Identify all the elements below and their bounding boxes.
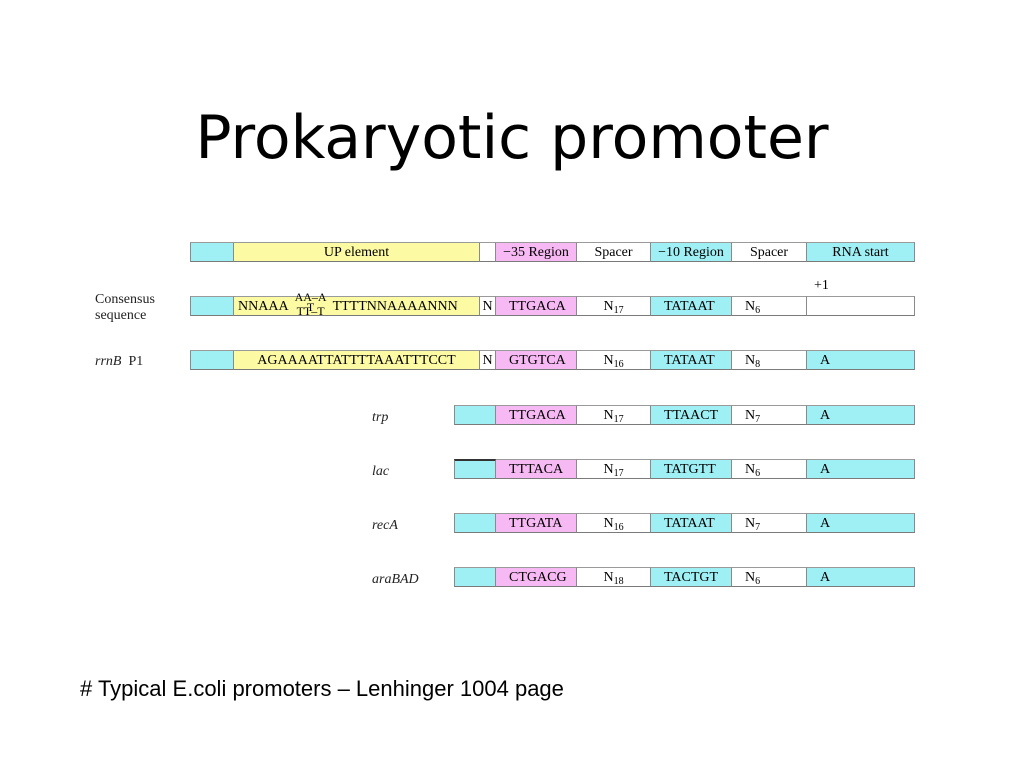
header-spacer-2: Spacer (732, 242, 807, 262)
promoter-figure: UP element −35 Region Spacer −10 Region … (95, 242, 915, 587)
lac-35-region: TTTACA (496, 459, 577, 479)
lac-spacer-2-sub: 6 (755, 468, 761, 479)
trp-rna-start: A (807, 405, 915, 425)
header-35-region: −35 Region (496, 242, 577, 262)
arabad-35-region: CTGACG (496, 567, 577, 587)
slide-title: Prokaryotic promoter (195, 103, 829, 173)
plus-one-marker: +1 (814, 278, 829, 293)
rrnb-35-region: GTGTCA (496, 350, 577, 370)
consensus-rna-start (807, 296, 915, 316)
consensus-spacer-1-base: N (603, 299, 614, 314)
consensus-label: Consensus sequence (95, 292, 155, 324)
rrnb-spacer-2-base: N (745, 353, 756, 368)
rrnb-label: rrnB P1 (95, 354, 143, 370)
arabad-spacer-2-sub: 6 (755, 576, 761, 587)
rrnb-spacer-2-sub: 8 (755, 359, 761, 370)
arabad-spacer-1: N18 (577, 567, 651, 587)
reca-35-region: TTGATA (496, 513, 577, 533)
trp-spacer-2: N7 (732, 405, 807, 425)
arabad-spacer-1-sub: 18 (613, 576, 624, 587)
lac-spacer-1: N17 (577, 459, 651, 479)
rrnb-spacer-1-base: N (603, 353, 614, 368)
reca-spacer-1-base: N (603, 516, 614, 531)
rrnb-label-gene: rrnB (95, 354, 122, 369)
trp-10-region: TTAACT (651, 405, 732, 425)
consensus-up-stack-top: AA–A (294, 290, 327, 304)
reca-10-region: TATAAT (651, 513, 732, 533)
promoter-label-trp: trp (372, 410, 389, 425)
rrnb-up-element: AGAAAATTATTTTAAATTTCCT (234, 350, 480, 370)
lac-rna-start: A (807, 459, 915, 479)
consensus-spacer-2: N6 (732, 296, 807, 316)
lac-lead-cell (454, 459, 496, 479)
consensus-spacer-1-sub: 17 (613, 305, 624, 316)
reca-spacer-2: N7 (732, 513, 807, 533)
trp-spacer-1: N17 (577, 405, 651, 425)
trp-lead-cell (454, 405, 496, 425)
arabad-10-region: TACTGT (651, 567, 732, 587)
rrnb-n: N (480, 350, 496, 370)
arabad-spacer-1-base: N (603, 570, 614, 585)
arabad-spacer-2: N6 (732, 567, 807, 587)
lac-spacer-2: N6 (732, 459, 807, 479)
reca-spacer-2-base: N (745, 516, 756, 531)
consensus-label-line2: sequence (95, 308, 147, 323)
trp-35-region: TTGACA (496, 405, 577, 425)
header-10-region: −10 Region (651, 242, 732, 262)
rrnb-spacer-1: N16 (577, 350, 651, 370)
lac-spacer-1-base: N (603, 462, 614, 477)
consensus-n: N (480, 296, 496, 316)
header-lead-cell (190, 242, 234, 262)
consensus-lead-cell (190, 296, 234, 316)
promoter-label-lac: lac (372, 464, 390, 479)
reca-lead-cell (454, 513, 496, 533)
consensus-up-stack-bot: TT–T (296, 304, 325, 318)
consensus-up-stack-mid: T (306, 300, 315, 314)
lac-spacer-1-sub: 17 (613, 468, 624, 479)
consensus-up-prefix: NNAAA (238, 299, 289, 314)
trp-spacer-1-base: N (603, 408, 614, 423)
rrnb-rna-start: A (807, 350, 915, 370)
footnote: # Typical E.coli promoters – Lenhinger 1… (80, 676, 564, 701)
rrnb-spacer-1-sub: 16 (613, 359, 624, 370)
trp-spacer-2-sub: 7 (755, 414, 761, 425)
arabad-rna-start: A (807, 567, 915, 587)
header-n-cell (480, 242, 496, 262)
consensus-spacer-2-base: N (745, 299, 756, 314)
reca-spacer-1: N16 (577, 513, 651, 533)
rrnb-spacer-2: N8 (732, 350, 807, 370)
consensus-spacer-1: N17 (577, 296, 651, 316)
consensus-up-suffix: TTTTNNAAAANNN (332, 299, 458, 314)
consensus-label-line1: Consensus (95, 292, 155, 307)
consensus-spacer-2-sub: 6 (755, 305, 761, 316)
promoter-label-arabad: araBAD (372, 572, 419, 587)
reca-spacer-1-sub: 16 (613, 522, 624, 533)
trp-spacer-1-sub: 17 (613, 414, 624, 425)
arabad-spacer-2-base: N (745, 570, 756, 585)
trp-spacer-2-base: N (745, 408, 756, 423)
consensus-35-region: TTGACA (496, 296, 577, 316)
promoter-label-reca: recA (372, 518, 398, 533)
header-rna-start: RNA start (807, 242, 915, 262)
lac-10-region: TATGTT (651, 459, 732, 479)
rrnb-10-region: TATAAT (651, 350, 732, 370)
arabad-lead-cell (454, 567, 496, 587)
reca-spacer-2-sub: 7 (755, 522, 761, 533)
consensus-10-region: TATAAT (651, 296, 732, 316)
lac-spacer-2-base: N (745, 462, 756, 477)
rrnb-lead-cell (190, 350, 234, 370)
header-up-element: UP element (234, 242, 480, 262)
reca-rna-start: A (807, 513, 915, 533)
header-spacer-1: Spacer (577, 242, 651, 262)
rrnb-label-p: P1 (128, 354, 144, 369)
